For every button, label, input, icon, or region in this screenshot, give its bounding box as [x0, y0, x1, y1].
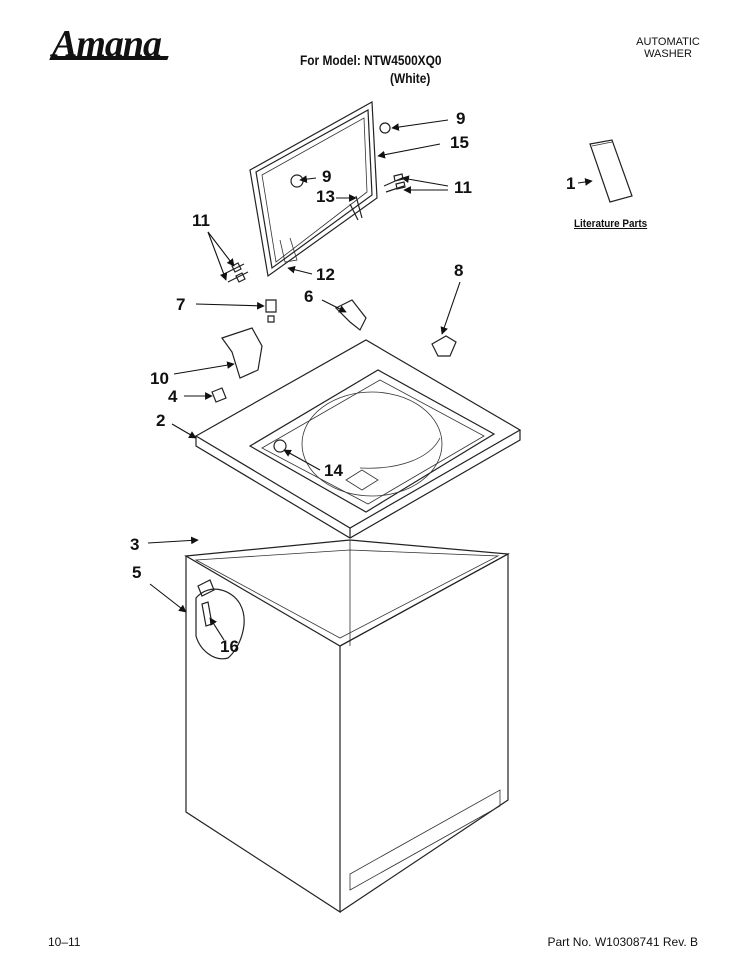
callout-16: 16 — [220, 637, 239, 656]
callout-10: 10 — [150, 369, 169, 388]
callout-12: 12 — [316, 265, 335, 284]
callout-4: 4 — [168, 387, 178, 406]
appliance-type-line1: AUTOMATIC — [636, 36, 700, 48]
callout-7: 7 — [176, 295, 185, 314]
leader-lines — [147, 119, 593, 641]
knob-part — [431, 335, 457, 357]
page-reference: 10–11 — [48, 935, 81, 949]
literature-booklet-part — [589, 139, 633, 203]
callout-8: 8 — [454, 261, 463, 280]
callout-9-mid: 9 — [322, 167, 331, 186]
appliance-type: AUTOMATIC WASHER — [628, 36, 708, 60]
lid-fasteners — [223, 122, 406, 283]
callout-9-top: 9 — [456, 109, 465, 128]
literature-parts-label: Literature Parts — [574, 218, 648, 230]
appliance-type-line2: WASHER — [644, 48, 692, 60]
callout-1: 1 — [566, 174, 575, 193]
callout-11-left: 11 — [192, 211, 210, 230]
screw-part — [201, 601, 213, 627]
top-panel-part — [194, 339, 522, 539]
callout-15: 15 — [450, 133, 469, 152]
callout-2: 2 — [156, 411, 165, 430]
callout-3: 3 — [130, 535, 139, 554]
callout-5: 5 — [132, 563, 141, 582]
model-color: (White) — [390, 70, 431, 86]
lid-switch-parts — [197, 299, 367, 597]
callout-6: 6 — [304, 287, 313, 306]
part-number: Part No. W10308741 Rev. B — [547, 935, 698, 949]
callout-11-right: 11 — [454, 178, 472, 197]
model-title: For Model: NTW4500XQ0 — [300, 52, 442, 68]
lid-frame-part — [249, 101, 378, 278]
callout-13: 13 — [316, 187, 335, 206]
callout-14: 14 — [324, 461, 343, 480]
cabinet-part — [184, 539, 511, 914]
